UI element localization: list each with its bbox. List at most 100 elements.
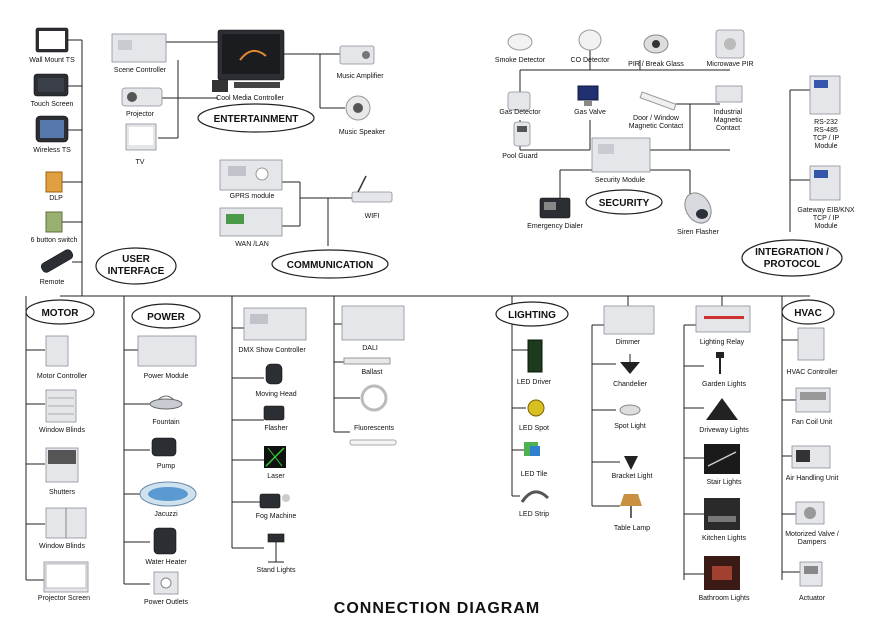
ballast-label: Ballast	[361, 369, 382, 376]
cool-media-controller-label: Cool Media Controller	[216, 95, 284, 102]
jacuzzi-label: Jacuzzi	[154, 511, 178, 518]
co-detector-label: CO Detector	[571, 57, 611, 64]
siren-flasher-label: Siren Flasher	[677, 229, 719, 236]
lighting-relay-label: Lighting Relay	[700, 339, 745, 346]
bracket-light-device	[624, 456, 638, 470]
dmx-show-controller-label: DMX Show Controller	[238, 347, 306, 354]
window-blinds-2-device	[45, 507, 87, 539]
emergency-dialer-label: Emergency Dialer	[527, 223, 583, 230]
door-window-contact-device	[639, 91, 677, 111]
wan-lan-label: WAN /LAN	[235, 241, 269, 248]
shutters-label: Shutters	[49, 489, 76, 496]
fluorescents-label: Fluorescents	[354, 425, 395, 432]
fountain-device	[149, 395, 183, 410]
moving-head-device	[265, 363, 283, 385]
projector-device	[121, 87, 163, 107]
lighting-title: LIGHTING	[508, 310, 556, 321]
tv-device	[125, 123, 157, 151]
actuator-device	[799, 561, 823, 587]
dali-device	[341, 305, 405, 341]
scene-controller-device	[111, 33, 167, 63]
laser-device	[264, 446, 286, 468]
window-blinds-1-device	[45, 389, 77, 423]
remote-device	[40, 249, 74, 273]
fog-machine-label: Fog Machine	[256, 513, 297, 520]
dimmer-label: Dimmer	[616, 339, 641, 346]
power-module-label: Power Module	[144, 373, 189, 380]
scene-controller-label: Scene Controller	[114, 67, 167, 74]
wireless-ts-device	[35, 115, 69, 143]
gprs-module-label: GPRS module	[230, 193, 275, 200]
cool-media-controller-device	[212, 29, 285, 92]
fog-machine-device	[259, 493, 290, 509]
communication-title: COMMUNICATION	[287, 260, 373, 271]
wifi-device	[351, 175, 393, 203]
projector-label: Projector	[126, 111, 155, 118]
bathroom-lights-device	[704, 556, 740, 590]
water-heater-device	[153, 527, 177, 555]
driveway-lights-label: Driveway Lights	[699, 427, 749, 434]
laser-label: Laser	[267, 473, 285, 480]
chandelier-device	[620, 354, 640, 374]
music-amplifier-device	[339, 45, 375, 65]
six-button-switch-label: 6 button switch	[31, 237, 78, 244]
security-module-device	[591, 137, 651, 173]
motorized-valve-device	[795, 501, 825, 525]
industrial-contact-device	[715, 85, 743, 103]
power-outlets-label: Power Outlets	[144, 599, 188, 606]
dali-devices: DALI Ballast Fluorescents	[341, 305, 405, 446]
fluorescent-tube-device	[349, 439, 397, 446]
gas-valve-label: Gas Valve	[574, 109, 606, 116]
motorized-valve-label: Motorized Valve /Dampers	[785, 531, 839, 546]
user-interface-devices: Wall Mount TS Touch Screen Wireless TS D…	[29, 27, 177, 286]
music-speaker-label: Music Speaker	[339, 129, 386, 136]
led-tile-device	[524, 442, 540, 456]
dali-label: DALI	[362, 345, 378, 352]
dmx-devices: DMX Show Controller Moving Head Flasher …	[238, 307, 307, 574]
gas-detector-device	[507, 91, 531, 111]
jacuzzi-device	[139, 481, 197, 507]
security-title: SECURITY	[599, 198, 650, 209]
fluorescent-ring-device	[360, 384, 388, 412]
diagram-title: CONNECTION DIAGRAM	[334, 600, 540, 617]
security-module-label: Security Module	[595, 177, 645, 184]
pump-device	[151, 437, 177, 457]
hvac-controller-device	[797, 327, 825, 361]
led-spot-label: LED Spot	[519, 425, 549, 432]
led-spot-device	[527, 399, 545, 417]
remote-label: Remote	[40, 279, 65, 286]
touch-screen-device	[33, 73, 69, 97]
microwave-pir-label: Microwave PIR	[706, 61, 753, 68]
music-amplifier-label: Music Amplifier	[336, 73, 384, 80]
window-blinds-1-label: Window Blinds	[39, 427, 85, 434]
shutters-device	[45, 447, 79, 483]
hvac-badge	[781, 299, 835, 325]
stand-lights-label: Stand Lights	[257, 567, 296, 574]
hvac-devices: HVAC HVAC Controller Fan Coil Unit Air H…	[781, 299, 839, 602]
dimmer-device	[603, 305, 655, 335]
pool-guard-device	[513, 121, 531, 147]
six-button-switch-device	[45, 211, 63, 233]
dimmer-devices: Dimmer Chandelier Spot Light Bracket Lig…	[603, 305, 655, 532]
integration-title: INTEGRATION /PROTOCOL	[755, 247, 829, 270]
projector-screen-label: Projector Screen	[38, 595, 90, 602]
fan-coil-unit-label: Fan Coil Unit	[792, 419, 833, 426]
wan-lan-device	[219, 207, 283, 237]
flasher-device	[263, 405, 285, 421]
stair-lights-label: Stair Lights	[706, 479, 742, 486]
motor-controller-device	[45, 335, 69, 367]
wall-mount-ts-label: Wall Mount TS	[29, 57, 75, 64]
communication-devices: GPRS module WAN /LAN WIFI COMMUNICATION	[219, 159, 393, 279]
power-devices: POWER Power Module Fountain Pump Jacuzzi…	[131, 303, 201, 606]
led-driver-device	[527, 339, 543, 373]
table-lamp-device	[620, 494, 642, 518]
dmx-show-controller-device	[243, 307, 307, 341]
driveway-lights-device	[706, 398, 738, 420]
window-blinds-2-label: Window Blinds	[39, 543, 85, 550]
gas-valve-device	[577, 85, 599, 106]
security-badge	[585, 189, 663, 215]
flasher-label: Flasher	[264, 425, 288, 432]
